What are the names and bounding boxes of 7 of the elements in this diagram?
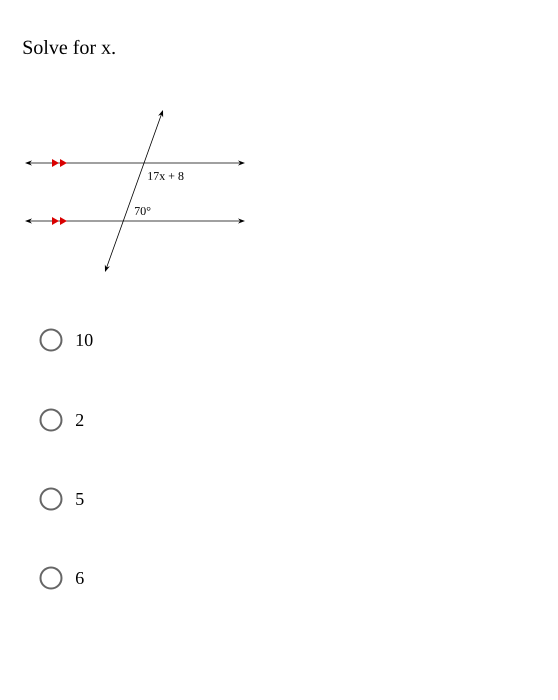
answer-option: 2 (76, 414, 84, 426)
angle-label: 70° (134, 206, 150, 216)
answer-option: 6 (76, 572, 84, 584)
answer-option: 10 (76, 334, 92, 346)
question-text: Solve for x. (24, 40, 115, 54)
answer-option: 5 (76, 493, 84, 505)
angle-label: 17x + 8 (148, 172, 184, 180)
